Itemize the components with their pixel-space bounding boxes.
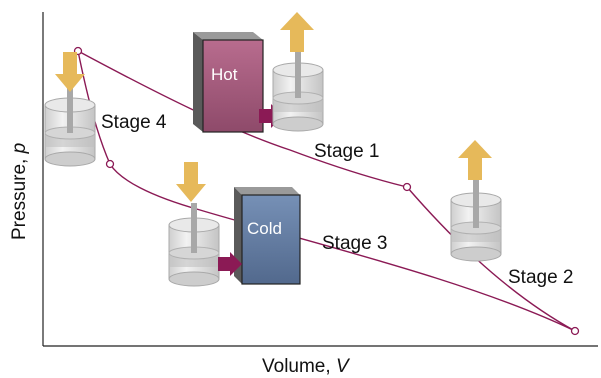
cycle-point-b [402,182,412,192]
stage-3-label: Stage 3 [322,233,388,254]
down-arrow-icon [176,162,206,202]
heat-arrow-cold-icon [218,252,242,276]
piston-stage2 [450,177,502,262]
cold-label: Cold [247,219,282,238]
y-axis-label: Pressure, p [9,143,30,240]
stage-4-label: Stage 4 [101,112,167,133]
cycle-path [77,50,576,332]
hot-label: Hot [211,65,238,84]
hot-reservoir [193,32,264,133]
down-arrow-icon [55,52,85,92]
cycle-point-c [105,159,115,169]
cycle-point-d [570,326,580,336]
cold-reservoir [234,187,301,285]
stage-2-label: Stage 2 [508,267,574,288]
x-axis-label: Volume, V [262,356,351,377]
piston-stage3 [168,202,220,287]
up-arrow-icon [458,140,492,180]
stage-1-curve [77,50,408,188]
piston-stage1 [272,47,324,132]
stage-1-label: Stage 1 [314,141,380,162]
up-arrow-icon [280,12,314,52]
